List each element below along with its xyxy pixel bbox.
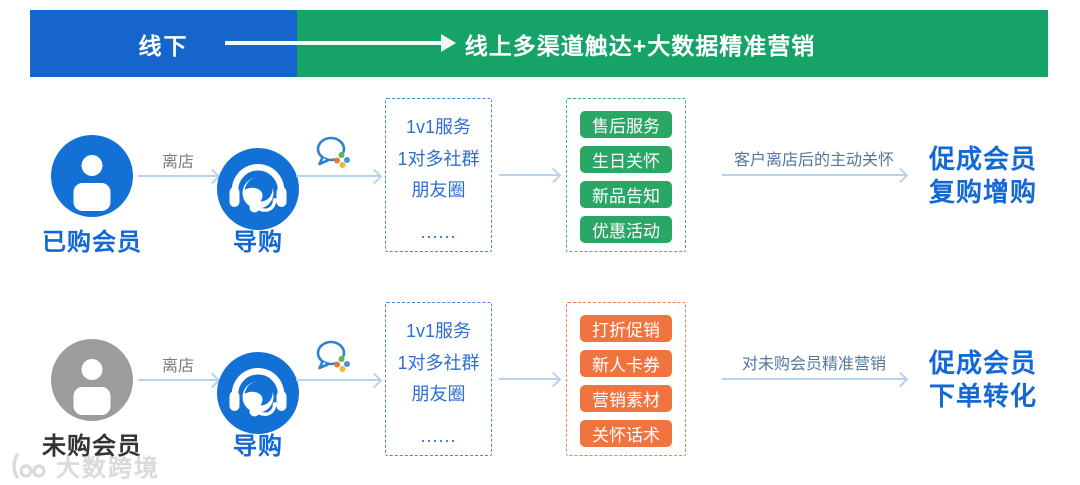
action-pill: 关怀话术 bbox=[580, 420, 672, 447]
leave-store-label: 离店 bbox=[161, 154, 194, 171]
offline-to-online-arrow-icon bbox=[225, 34, 456, 52]
purchased-member-row: 已购会员 离店 导购 bbox=[0, 98, 1080, 263]
wecom-chat-icon bbox=[314, 134, 354, 172]
channel-item: 朋友圈 bbox=[411, 384, 466, 404]
non-purchased-member-row: 未购会员 离店 导购 bbox=[0, 302, 1080, 467]
action-pill: 营销素材 bbox=[580, 385, 672, 412]
watermark: 大数跨境 bbox=[8, 448, 160, 483]
watermark-text: 大数跨境 bbox=[56, 455, 160, 482]
result-text: 促成会员 复购增购 bbox=[903, 143, 1063, 209]
result-text: 促成会员 下单转化 bbox=[903, 347, 1063, 413]
channels-to-actions-arrow-icon bbox=[499, 378, 559, 380]
purchased-member-avatar-icon bbox=[51, 135, 133, 217]
guide-to-channels-arrow-icon bbox=[296, 379, 380, 381]
action-pill: 优惠活动 bbox=[580, 216, 672, 243]
shopping-guide-icon bbox=[217, 148, 299, 230]
result-line2: 下单转化 bbox=[928, 381, 1037, 411]
shopping-guide-label: 导购 bbox=[233, 229, 283, 256]
channel-item-ellipsis: ...... bbox=[420, 425, 457, 446]
channels-to-actions-arrow-icon bbox=[499, 174, 559, 176]
actions-to-result-arrow-icon bbox=[722, 174, 906, 176]
action-pill: 新人卡券 bbox=[580, 350, 672, 377]
channel-item: 1v1服务 bbox=[405, 117, 472, 137]
leave-store-label: 离店 bbox=[161, 358, 194, 375]
shopping-guide-label: 导购 bbox=[233, 433, 283, 460]
top-banner: 线下 线上多渠道触达+大数据精准营销 bbox=[30, 10, 1048, 77]
wecom-chat-icon bbox=[314, 338, 354, 376]
non-purchased-member-avatar-icon bbox=[51, 339, 133, 421]
leave-arrow-icon bbox=[138, 175, 218, 177]
non-purchased-member-label: 未购会员 bbox=[42, 433, 142, 460]
result-line2: 复购增购 bbox=[928, 177, 1037, 207]
leave-arrow-icon bbox=[138, 379, 218, 381]
result-line1: 促成会员 bbox=[928, 144, 1037, 174]
channel-item: 1对多社群 bbox=[397, 352, 480, 373]
action-pill: 生日关怀 bbox=[580, 146, 672, 173]
guide-to-channels-arrow-icon bbox=[296, 175, 380, 177]
actions-to-result-arrow-icon bbox=[722, 378, 906, 380]
channel-item: 1对多社群 bbox=[397, 148, 480, 169]
watermark-logo-icon bbox=[12, 452, 46, 479]
offline-label: 线下 bbox=[138, 32, 189, 59]
shopping-guide-icon bbox=[217, 352, 299, 434]
action-pill: 打折促销 bbox=[580, 315, 672, 342]
strategy-label: 客户离店后的主动关怀 bbox=[733, 152, 894, 169]
online-label: 线上多渠道触达+大数据精准营销 bbox=[464, 32, 816, 59]
touch-channels-box: 1v1服务 1对多社群 朋友圈 ...... bbox=[385, 98, 492, 252]
action-pill: 新品告知 bbox=[580, 181, 672, 208]
channel-item-ellipsis: ...... bbox=[420, 221, 457, 242]
result-line1: 促成会员 bbox=[928, 348, 1037, 378]
channel-item: 1v1服务 bbox=[405, 321, 472, 341]
action-pill: 售后服务 bbox=[580, 111, 672, 138]
care-actions-box: 售后服务 生日关怀 新品告知 优惠活动 bbox=[566, 98, 686, 252]
marketing-actions-box: 打折促销 新人卡券 营销素材 关怀话术 bbox=[566, 302, 686, 456]
purchased-member-label: 已购会员 bbox=[42, 229, 142, 256]
channel-item: 朋友圈 bbox=[411, 180, 466, 200]
strategy-label: 对未购会员精准营销 bbox=[741, 356, 886, 373]
touch-channels-box: 1v1服务 1对多社群 朋友圈 ...... bbox=[385, 302, 492, 456]
